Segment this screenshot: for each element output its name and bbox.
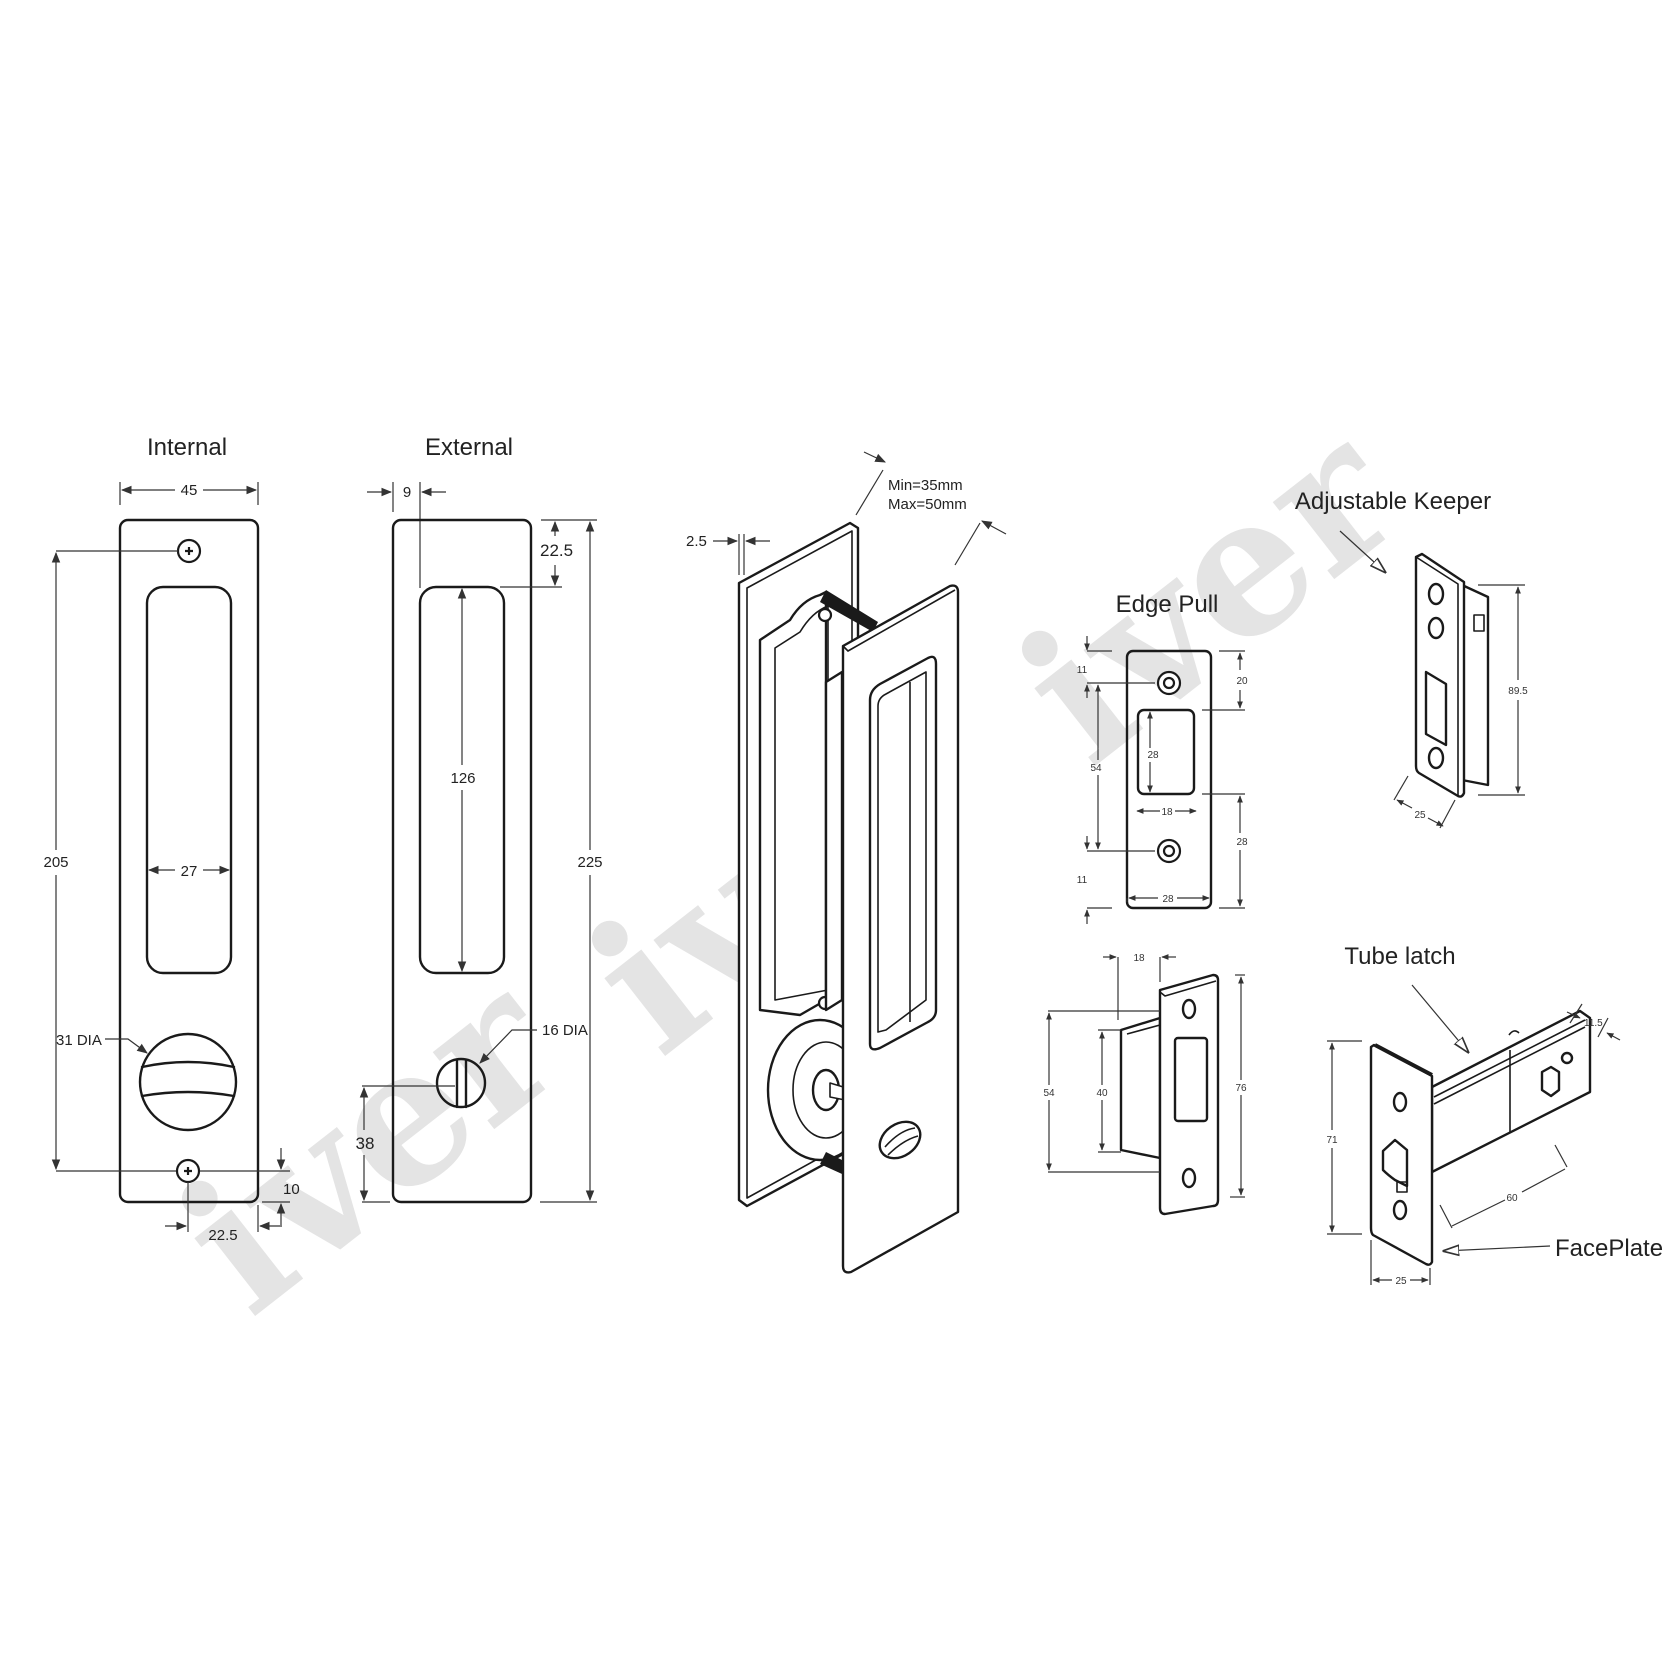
tube-latch-width-label: 25 [1395,1276,1407,1287]
edge-pull-recess-top-label: 20 [1236,676,1248,687]
edge-pull-recess-height-label: 28 [1147,750,1159,761]
edge-pull-bottom-margin-label: 11 [1077,875,1088,886]
assembly-door-max-label: Max=50mm [888,496,967,513]
privacy-turn-knob [138,1032,238,1132]
faceplate-label: FacePlate [1555,1235,1663,1262]
assembly-door-min-label: Min=35mm [888,477,963,494]
internal-knob-dia-label: 31 DIA [56,1032,102,1049]
emergency-release [435,1057,487,1109]
tube-latch-body [1430,1009,1592,1174]
external-release-height-label: 38 [356,1134,375,1153]
strike-depth-label: 18 [1133,953,1145,964]
adjustable-keeper-title: Adjustable Keeper [1295,488,1491,515]
edge-pull-title: Edge Pull [1116,591,1219,618]
keeper-width-label: 25 [1414,810,1426,821]
external-edge-label: 9 [403,484,411,501]
strike-plate-height-label: 76 [1235,1083,1247,1094]
edge-pull-recess-bottom-label: 28 [1236,837,1248,848]
external-plate [391,518,533,1204]
screw-icon [176,538,202,564]
internal-title: Internal [147,434,227,461]
tube-latch-height-label: 71 [1326,1135,1338,1146]
assembly-front-recess [868,655,938,1051]
strike-outer-height-label: 54 [1043,1088,1055,1099]
keeper-height-label: 89.5 [1508,686,1528,697]
external-recess-height-label: 126 [450,770,475,787]
internal-height-label: 205 [43,854,68,871]
tube-latch-bolt-label: 11.5 [1584,1018,1603,1029]
edge-pull-recess [1136,708,1196,796]
tube-latch-view: Tube latch 71 25 60 [1326,943,1663,1287]
strike-plate [1158,973,1220,1216]
tube-latch-backset-label: 60 [1506,1193,1518,1204]
external-release-dia-label: 16 DIA [542,1022,588,1039]
assembly-lock-body [758,590,828,1017]
internal-screw-center-label: 22.5 [208,1227,237,1244]
adjustable-keeper-view: Adjustable Keeper 89.5 25 [1295,488,1528,829]
edge-pull-top-margin-label: 11 [1077,665,1088,676]
edge-pull-width-label: 28 [1162,894,1174,905]
assembly-release-slot [878,1120,922,1160]
internal-width-label: 45 [181,482,198,499]
external-height-label: 225 [577,854,602,871]
internal-recess-width-label: 27 [181,863,198,880]
assembly-isometric: 2.5 Min=35mm Max=50mm [686,451,1007,1274]
screw-icon [1156,838,1182,864]
internal-plate [118,518,260,1204]
strike-view: 18 54 40 76 [1043,953,1247,1216]
assembly-flange-label: 2.5 [686,533,707,550]
external-title: External [425,434,513,461]
internal-view: Internal 45 27 205 31 DIA [43,434,299,1244]
tube-latch-title: Tube latch [1344,943,1455,970]
screw-icon [1156,670,1182,696]
internal-recess [145,585,233,975]
screw-icon [175,1158,201,1184]
keeper-plate [1414,552,1466,798]
edge-pull-recess-width-label: 18 [1161,807,1173,818]
strike-box-height-label: 40 [1096,1088,1108,1099]
edge-pull-screw-pitch-label: 54 [1090,763,1102,774]
external-view: External 9 22.5 126 225 16 DIA [356,434,603,1204]
internal-screw-offset-label: 10 [283,1181,300,1198]
external-top-offset-label: 22.5 [540,541,573,560]
edge-pull-plate [1125,649,1213,910]
external-recess [418,585,506,975]
edge-pull-view: Edge Pull 11 54 11 28 18 [1077,591,1248,924]
